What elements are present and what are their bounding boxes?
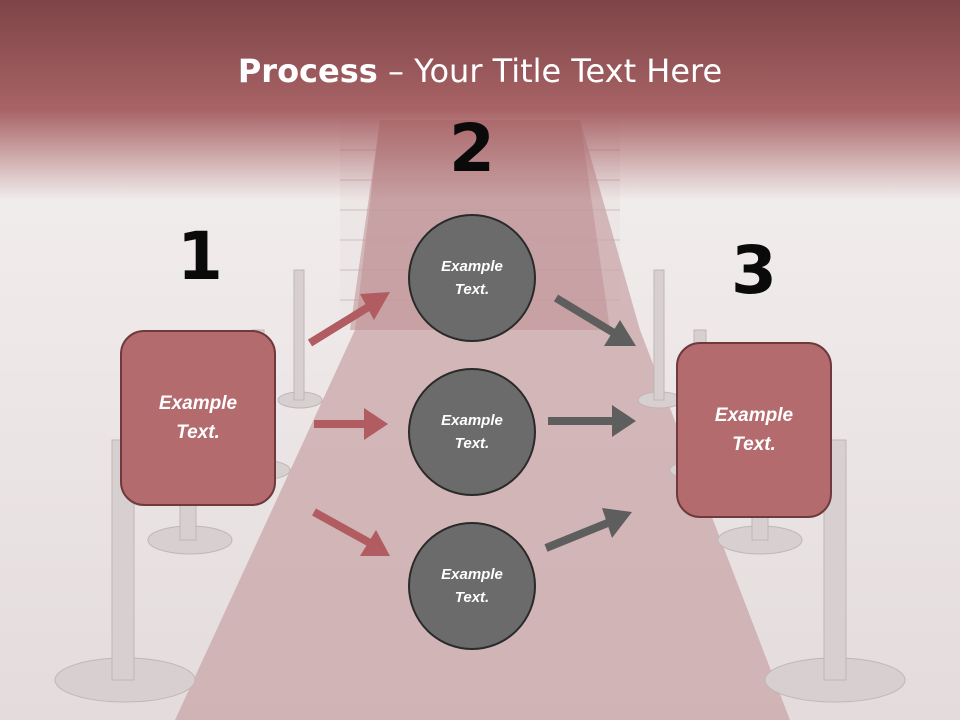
slide-title: Process – Your Title Text Here xyxy=(0,52,960,90)
title-bold: Process xyxy=(237,52,378,90)
step-3-text: Example Text. xyxy=(714,405,794,455)
arrow-from-top-circle xyxy=(553,294,636,346)
circle-top-text: Example Text. xyxy=(441,258,503,298)
arrow-from-bottom-circle xyxy=(544,508,632,552)
arrow-from-middle-circle xyxy=(548,405,636,437)
step-2-circle-top[interactable]: Example Text. xyxy=(408,214,536,342)
step-2-circle-bottom[interactable]: Example Text. xyxy=(408,522,536,650)
step-1-text: Example Text. xyxy=(158,393,238,443)
arrow-to-bottom-circle xyxy=(312,508,390,556)
step-number-1: 1 xyxy=(177,218,223,295)
arrow-to-middle-circle xyxy=(314,408,388,440)
circle-middle-text: Example Text. xyxy=(441,412,503,452)
arrow-to-top-circle xyxy=(307,292,390,347)
circle-bottom-text: Example Text. xyxy=(441,566,503,606)
step-number-2: 2 xyxy=(449,110,495,187)
step-2-circle-middle[interactable]: Example Text. xyxy=(408,368,536,496)
step-1-box[interactable]: Example Text. xyxy=(120,330,276,506)
step-number-3: 3 xyxy=(731,232,777,309)
step-3-box[interactable]: Example Text. xyxy=(676,342,832,518)
title-rest: – Your Title Text Here xyxy=(377,52,723,90)
